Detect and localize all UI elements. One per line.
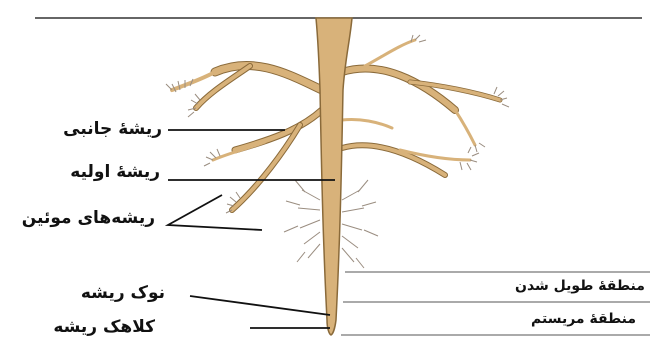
pointer-lines [168,130,335,328]
pointer-root-tip [190,296,330,315]
label-elongation-zone: منطقهٔ طویل شدن [515,279,645,293]
label-root-tip: نوک ریشه [81,285,165,302]
label-root-cap: کلاهک ریشه [53,319,155,336]
label-root-hairs: ریشه‌های موئین [22,210,155,227]
label-meristem-zone: منطقهٔ مریستم [531,312,636,326]
pointer-root-hairs [168,195,262,230]
main-root-shape [316,18,352,335]
label-lateral-root: ریشهٔ جانبی [63,121,162,138]
label-primary-root: ریشهٔ اولیه [70,164,160,181]
